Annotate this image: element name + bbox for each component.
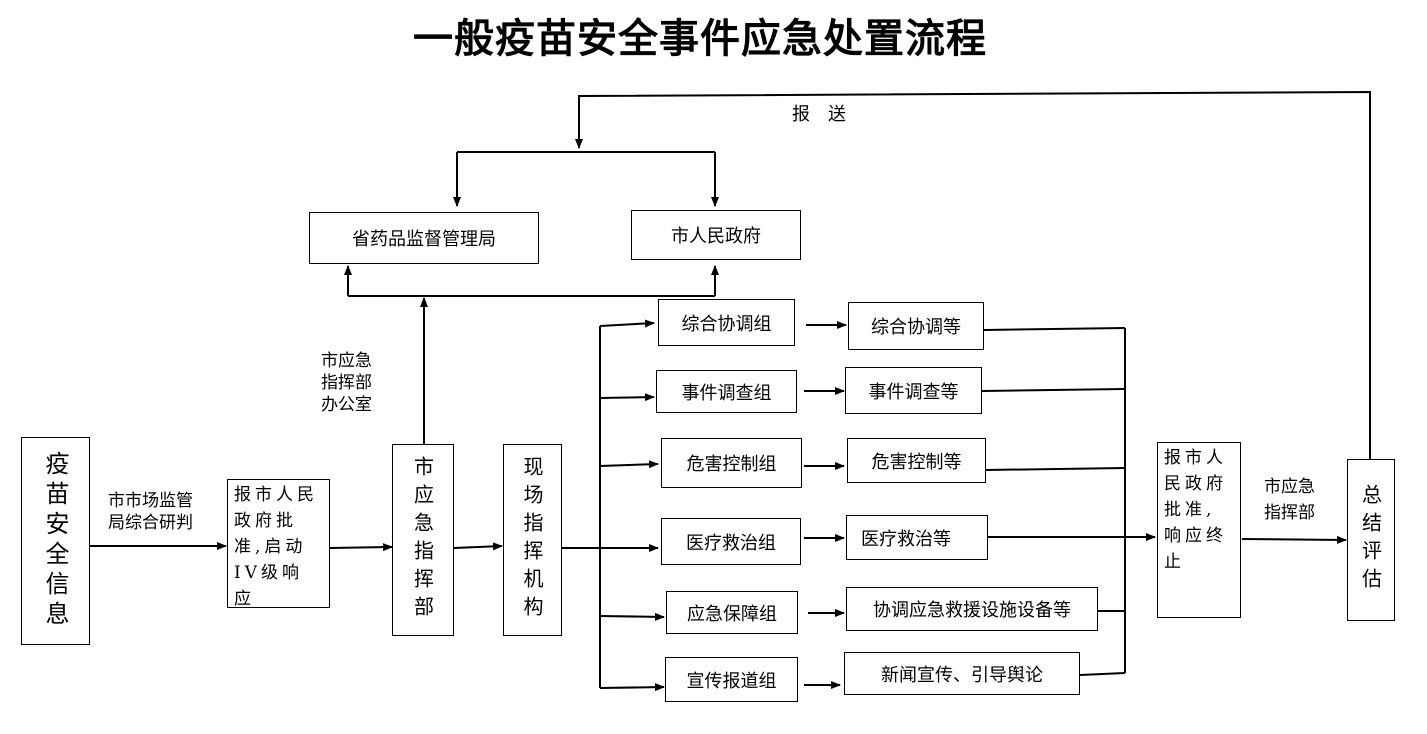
task-box: 协调应急救援设施设备等 [846, 587, 1098, 631]
node-city-government: 市人民政府 [631, 210, 801, 260]
label-command-to-eval: 市应急 指挥部 [1264, 477, 1315, 523]
t2-bus-line [985, 467, 1126, 471]
task-box: 事件调查等 [845, 367, 982, 414]
task-box: 新闻宣传、引导舆论 [844, 652, 1080, 695]
to-g1-arrow [599, 393, 655, 402]
t1-bus-line [981, 388, 1126, 392]
report-loop-line [575, 90, 1371, 460]
node-site-command: 现场指挥机构 [503, 444, 562, 636]
label-command-office: 市应急 指挥部 办公室 [321, 351, 372, 415]
command-to-site-arrow [453, 542, 503, 551]
to-g5-arrow [599, 683, 665, 692]
node-summary-evaluation: 总结评估 [1347, 459, 1395, 621]
task-box: 医疗救治等 [846, 515, 988, 560]
t0-bus-line [983, 327, 1126, 331]
node-approve-end: 报市人民政府批准,响应终止 [1157, 442, 1241, 618]
group-box: 应急保障组 [666, 591, 798, 634]
group-box: 宣传报道组 [665, 657, 798, 702]
to-g0-arrow [599, 319, 655, 328]
to-g4-arrow [599, 612, 665, 621]
node-approve-start: 报市人民政府批准,启动IV级响应 [227, 479, 330, 609]
node-vaccine-safety-info: 疫苗安全信息 [21, 437, 90, 645]
label-research: 市市场监管 局综合研判 [108, 491, 193, 533]
approve-to-command-arrow [329, 543, 393, 552]
node-provincial-drug-admin: 省药品监督管理局 [309, 212, 539, 264]
t5-bus-line [1079, 672, 1126, 676]
group-box: 综合协调组 [658, 299, 795, 346]
report-label: 报 送 [792, 104, 846, 125]
end-to-eval-arrow [1241, 535, 1347, 544]
group-box: 危害控制组 [661, 438, 802, 488]
page-title: 一般疫苗安全事件应急处置流程 [413, 15, 987, 62]
task-box: 综合协调等 [848, 302, 984, 350]
task-box: 危害控制等 [847, 438, 986, 483]
group-box: 事件调查组 [656, 370, 797, 413]
group-box: 医疗救治组 [661, 518, 801, 565]
to-g2-arrow [599, 460, 659, 469]
node-city-command: 市应急指挥部 [392, 444, 454, 636]
